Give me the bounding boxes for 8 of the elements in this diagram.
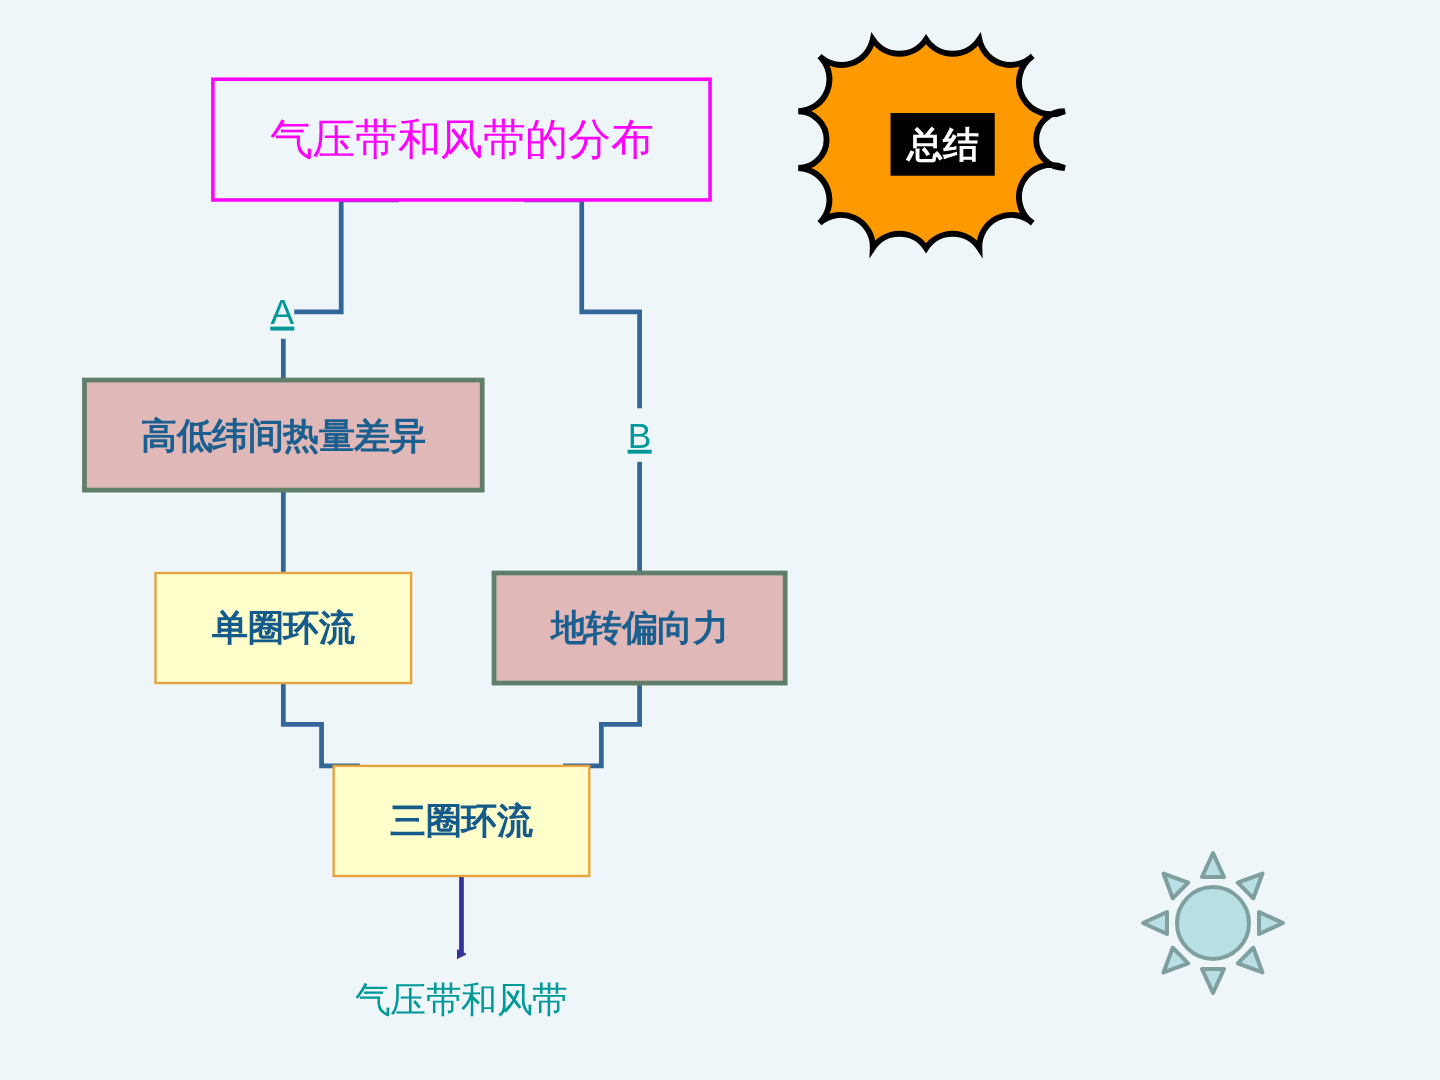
node-box: 气压带和风带的分布 (211, 77, 713, 202)
edge-label: A (270, 292, 295, 332)
node-box: 地转偏向力 (492, 570, 789, 686)
node-text: 气压带和风带 (355, 980, 569, 1020)
node-box: 高低纬间热量差异 (82, 377, 486, 493)
edge-label: B (628, 415, 652, 455)
node-box: 单圈环流 (154, 571, 413, 685)
node-box: 三圈环流 (332, 764, 591, 878)
